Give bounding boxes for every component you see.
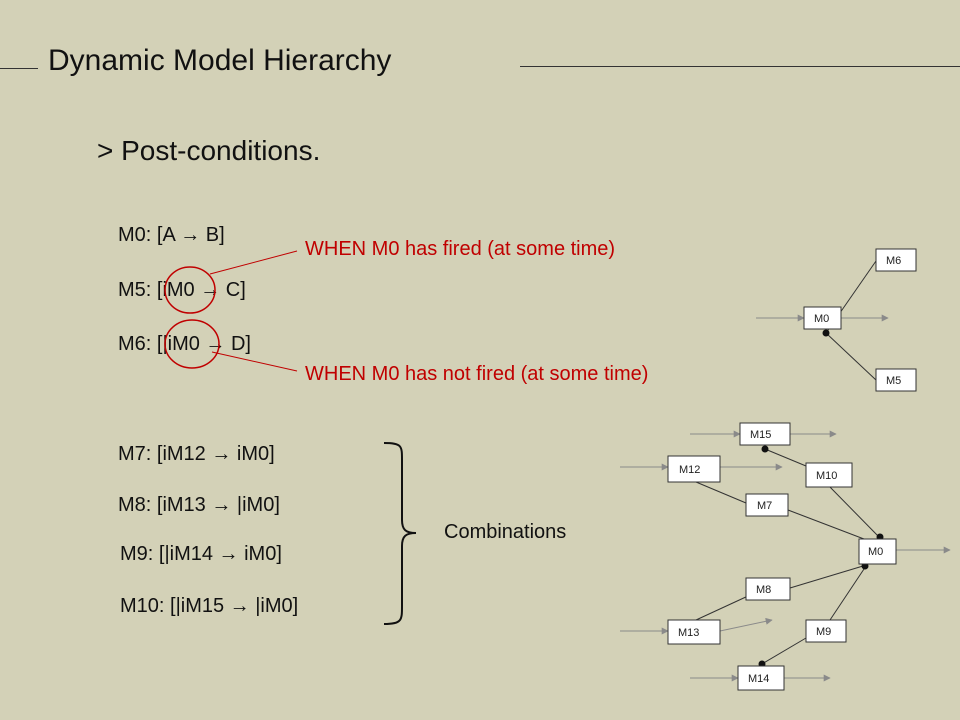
note-not-fired: WHEN M0 has not fired (at some time) xyxy=(305,363,649,385)
rule-m0: M0: [A → B] xyxy=(118,224,225,246)
page-title: Dynamic Model Hierarchy xyxy=(48,44,392,77)
svg-text:M6: M6 xyxy=(886,255,901,267)
edge-m10-m0 xyxy=(827,484,881,539)
edge-m0-m9 xyxy=(829,565,867,621)
node-m12: M12 xyxy=(667,455,721,483)
rule-m7: M7: [iM12 → iM0] xyxy=(118,443,275,465)
rule-m9: M9: [|iM14 → iM0] xyxy=(120,543,282,565)
node-m15: M15 xyxy=(739,422,791,446)
svg-text:M13: M13 xyxy=(678,627,699,639)
svg-text:M15: M15 xyxy=(750,429,771,441)
title-rule-left xyxy=(0,68,38,69)
svg-text:M8: M8 xyxy=(756,584,771,596)
node-m8: M8 xyxy=(745,577,791,601)
note-fired: WHEN M0 has fired (at some time) xyxy=(305,238,616,260)
callout-line-not-fired xyxy=(211,351,298,372)
edge-m13-m8 xyxy=(695,595,749,621)
node-m5: M5 xyxy=(875,368,917,392)
svg-text:M14: M14 xyxy=(748,673,769,685)
rule-m10: M10: [|iM15 → |iM0] xyxy=(120,595,299,617)
rule-m8: M8: [iM13 → |iM0] xyxy=(118,494,280,516)
title-rule-right xyxy=(520,66,960,67)
edge-m15-m10 xyxy=(764,448,807,467)
svg-text:M9: M9 xyxy=(816,626,831,638)
node-m0-bottom: M0 xyxy=(858,538,897,565)
node-m6: M6 xyxy=(875,248,917,272)
svg-text:M10: M10 xyxy=(816,470,837,482)
node-m9: M9 xyxy=(805,619,847,643)
svg-text:M7: M7 xyxy=(757,500,772,512)
highlight-circle-im0 xyxy=(164,266,216,314)
edge-m7-m0 xyxy=(787,509,865,540)
edge-m12-m7 xyxy=(695,481,747,504)
callout-line-fired xyxy=(209,250,298,275)
section-subtitle: > Post-conditions. xyxy=(97,135,321,166)
edge-m0-m5 xyxy=(825,332,877,381)
svg-text:M5: M5 xyxy=(886,375,901,387)
combinations-label: Combinations xyxy=(444,521,567,543)
edge-m8-m0 xyxy=(789,565,864,589)
edge-m14-m9 xyxy=(761,637,807,665)
svg-text:M0: M0 xyxy=(868,546,883,558)
node-m14: M14 xyxy=(737,665,785,691)
junction-dot-top xyxy=(822,329,830,337)
node-m7: M7 xyxy=(745,493,789,517)
combinations-brace xyxy=(383,442,417,625)
svg-text:M0: M0 xyxy=(814,313,829,325)
junction-dot-m15 xyxy=(761,445,769,453)
node-m10: M10 xyxy=(805,462,853,488)
node-m0-top: M0 xyxy=(803,306,842,330)
edge-out-m13 xyxy=(719,617,773,632)
svg-text:M12: M12 xyxy=(679,464,700,476)
node-m13: M13 xyxy=(667,619,721,645)
highlight-circle-not-im0 xyxy=(164,319,220,369)
